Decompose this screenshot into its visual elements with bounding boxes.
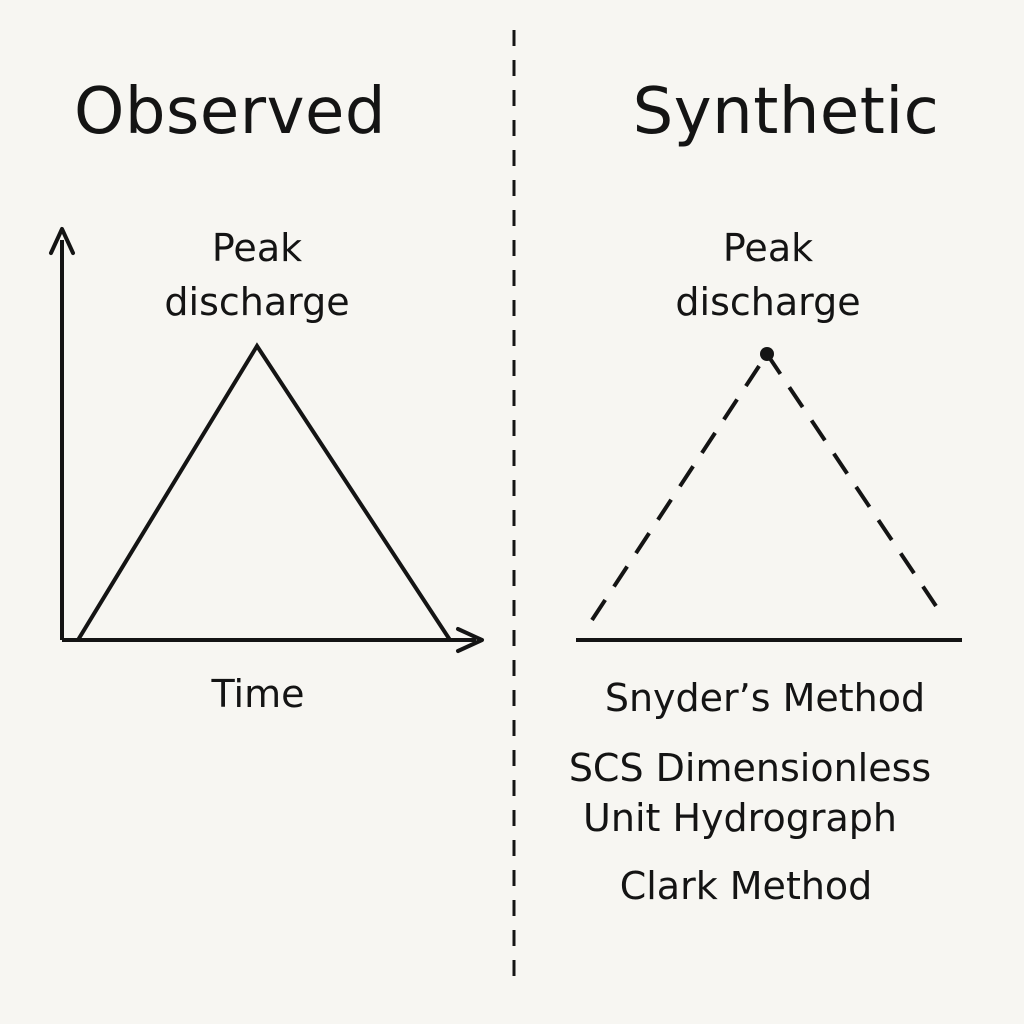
observed-x-axis-arrowhead xyxy=(456,627,484,653)
observed-peak-label-line1: Peak xyxy=(211,226,303,270)
method-scs-line2: Unit Hydrograph xyxy=(583,796,897,840)
observed-axes xyxy=(49,227,484,653)
synthetic-peak-point xyxy=(760,347,774,361)
method-clark: Clark Method xyxy=(619,864,873,908)
observed-hydrograph-curve xyxy=(76,342,452,642)
observed-y-axis-arrowhead xyxy=(49,227,75,255)
synthetic-peak-label-line2: discharge xyxy=(675,280,861,324)
observed-title: Observed xyxy=(74,75,386,149)
synthetic-hydrograph-falling-limb xyxy=(765,352,938,608)
observed-peak-label-line2: discharge xyxy=(164,280,350,324)
synthetic-peak-label-line1: Peak xyxy=(722,226,814,270)
method-snyder: Snyder’s Method xyxy=(604,676,926,720)
observed-x-axis-label: Time xyxy=(211,672,305,716)
synthetic-title: Synthetic xyxy=(632,75,940,149)
method-scs-line1: SCS Dimensionless xyxy=(568,746,932,790)
synthetic-hydrograph-rising-limb xyxy=(590,352,769,622)
